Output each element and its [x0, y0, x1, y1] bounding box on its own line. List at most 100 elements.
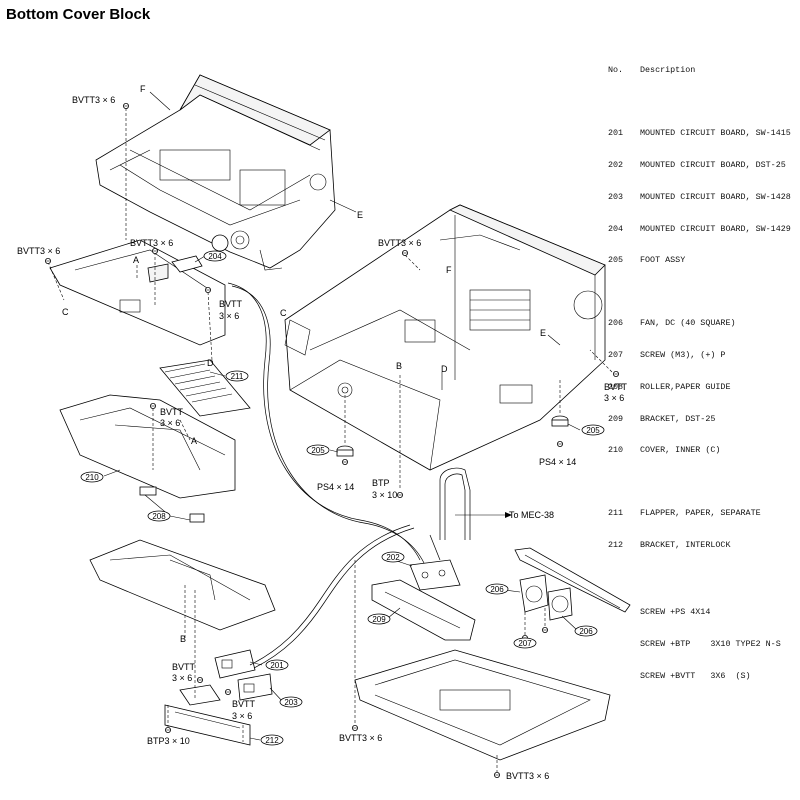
bracket-209: [371, 579, 476, 641]
label-btp3x10: BTP3 × 10: [147, 736, 190, 746]
bottom-left-cover: [89, 539, 276, 631]
svg-text:206: 206: [490, 585, 504, 594]
svg-text:204: 204: [208, 252, 222, 261]
svg-text:206: 206: [579, 627, 593, 636]
label-3x6: 3 × 6: [160, 418, 180, 428]
part-description: BRACKET, DST-25: [640, 413, 716, 424]
callout-205-left: 205: [306, 444, 330, 456]
fan-bracket: [514, 547, 631, 613]
parts-row: 207 SCREW (M3), (+) P: [608, 350, 791, 361]
board-202: [409, 559, 461, 591]
part-description: COVER, INNER (C): [640, 445, 721, 456]
svg-text:211: 211: [231, 372, 244, 381]
svg-text:212: 212: [265, 736, 279, 745]
label-bvtt: BVTT: [604, 382, 628, 392]
callout-207: 207: [513, 637, 537, 649]
part-number: 202: [608, 159, 624, 170]
callout-203: 203: [279, 696, 303, 708]
cables: [227, 282, 512, 669]
part-number: 203: [608, 191, 624, 202]
label-bvtt: BVTT: [232, 699, 256, 709]
ref-letter-a: A: [133, 255, 139, 265]
bottom-cover-tray: [354, 649, 611, 761]
part-number: 201: [608, 128, 624, 139]
callout-206-b: 206: [574, 625, 598, 637]
parts-row: 206 FAN, DC (40 SQUARE): [608, 318, 791, 329]
label-bvtt: BVTT: [219, 299, 243, 309]
screw-spec: SCREW +PS 4X14: [640, 607, 711, 618]
screw-spec: SCREW +BVTT 3X6 (S): [640, 670, 751, 681]
label-bvtt: BVTT: [160, 407, 184, 417]
part-number: 206: [608, 318, 624, 329]
ref-letter-d: D: [441, 364, 448, 374]
leader-lines: [103, 91, 581, 741]
ref-letter-c: C: [62, 307, 69, 317]
part-number: 210: [608, 445, 624, 456]
label-bvtt: BVTT: [172, 662, 196, 672]
label-bvtt3x6: BVTT3 × 6: [17, 246, 60, 256]
svg-text:209: 209: [372, 615, 386, 624]
part-number: 212: [608, 540, 624, 551]
parts-row: 212 BRACKET, INTERLOCK: [608, 540, 791, 551]
callout-212: 212: [260, 734, 284, 746]
part-description: FLAPPER, PAPER, SEPARATE: [640, 508, 761, 519]
board-204-bracket: [49, 239, 226, 346]
svg-text:207: 207: [518, 639, 532, 648]
boards-201-203: [179, 649, 273, 706]
callout-209: 209: [367, 613, 391, 625]
svg-text:208: 208: [152, 512, 166, 521]
parts-row: 210 COVER, INNER (C): [608, 445, 791, 456]
ref-letter-f: F: [140, 84, 146, 94]
svg-text:210: 210: [85, 473, 99, 482]
label-3x6: 3 × 6: [604, 393, 624, 403]
callout-205-right: 205: [581, 424, 605, 436]
parts-row: 211 FLAPPER, PAPER, SEPARATE: [608, 508, 791, 519]
frame-assembly: [284, 204, 606, 471]
foot-205-left: [336, 445, 354, 457]
ref-letter-e: E: [540, 328, 546, 338]
part-description: BRACKET, INTERLOCK: [640, 540, 731, 551]
label-3x6: 3 × 6: [219, 311, 239, 321]
part-description: SCREW (M3), (+) P: [640, 350, 726, 361]
svg-text:205: 205: [586, 426, 600, 435]
diagram-title: Bottom Cover Block: [6, 6, 151, 23]
fan-206-a: [519, 574, 549, 613]
ref-letter-f: F: [446, 265, 452, 275]
callout-211: 211: [225, 370, 249, 382]
callout-208: 208: [147, 510, 171, 522]
ref-letter-b: B: [180, 634, 186, 644]
part-description: FAN, DC (40 SQUARE): [640, 318, 736, 329]
callout-210: 210: [80, 471, 104, 483]
label-bvtt3x6: BVTT3 × 6: [72, 95, 115, 105]
part-number: 204: [608, 223, 624, 234]
ref-letter-e: E: [357, 210, 363, 220]
ref-letter-d: D: [207, 358, 214, 368]
part-number: 207: [608, 350, 624, 361]
label-3x10: 3 × 10: [372, 490, 397, 500]
callout-202: 202: [381, 551, 405, 563]
fan-206-b: [547, 587, 573, 621]
label-ps4x14: PS4 × 14: [539, 457, 576, 467]
reference-lines: [47, 108, 613, 775]
svg-text:203: 203: [284, 698, 298, 707]
part-description: FOOT ASSY: [640, 255, 686, 266]
label-ps4x14: PS4 × 14: [317, 482, 354, 492]
svg-text:202: 202: [386, 553, 400, 562]
label-3x6: 3 × 6: [232, 711, 252, 721]
screw-spec: SCREW +BTP 3X10 TYPE2 N-S: [640, 638, 781, 649]
ref-letter-b: B: [396, 361, 402, 371]
label-bvtt3x6: BVTT3 × 6: [378, 238, 421, 248]
header-description: Description: [640, 65, 696, 76]
part-number: 211: [608, 508, 624, 519]
part-number: 208: [608, 381, 624, 392]
ref-letter-a: A: [191, 436, 197, 446]
parts-row: 202 MOUNTED CIRCUIT BOARD, DST-25: [608, 160, 791, 171]
foot-205-right: [551, 415, 569, 427]
part-description: MOUNTED CIRCUIT BOARD, DST-25: [640, 159, 786, 170]
